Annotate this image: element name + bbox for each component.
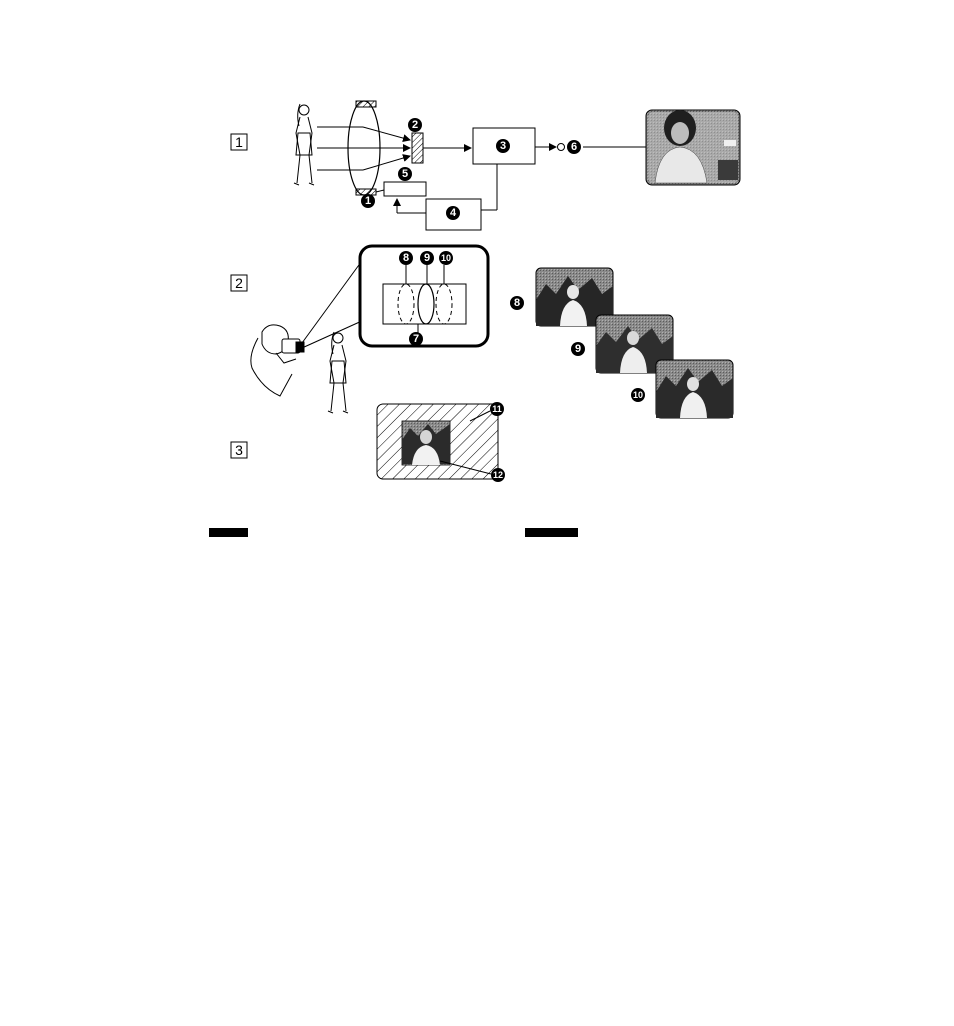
callout-2: 2 xyxy=(408,118,422,132)
callout-8-balloon: 8 xyxy=(399,251,413,265)
svg-text:4: 4 xyxy=(450,207,457,219)
svg-text:2: 2 xyxy=(412,119,418,131)
image-sensor xyxy=(412,133,423,163)
callout-9-balloon: 9 xyxy=(420,251,434,265)
svg-text:5: 5 xyxy=(402,168,408,180)
callout-1: 1 xyxy=(361,194,375,208)
motor-to-lens-link xyxy=(376,190,384,192)
svg-text:12: 12 xyxy=(493,470,503,480)
svg-text:1: 1 xyxy=(365,195,371,207)
heading-bar-right xyxy=(525,528,578,537)
camera-operator-figure xyxy=(251,325,304,396)
light-rays xyxy=(317,127,410,170)
motor-block xyxy=(384,182,426,196)
svg-text:7: 7 xyxy=(413,333,419,345)
svg-text:3: 3 xyxy=(235,442,243,458)
svg-text:9: 9 xyxy=(575,343,581,355)
svg-text:2: 2 xyxy=(235,275,243,291)
framed-photo-hatched xyxy=(377,404,498,479)
callout-12: 12 xyxy=(491,468,505,482)
subject-woman-figure-1 xyxy=(294,104,314,185)
section-label-1: 1 xyxy=(231,134,247,150)
heading-bar-left xyxy=(209,528,248,537)
svg-text:6: 6 xyxy=(571,141,577,153)
callout-8-photo: 8 xyxy=(510,296,524,310)
callout-10-balloon: 10 xyxy=(439,251,453,265)
callout-11: 11 xyxy=(490,402,504,416)
svg-text:1: 1 xyxy=(235,134,243,150)
callout-4: 4 xyxy=(446,206,460,220)
callout-5: 5 xyxy=(398,167,412,181)
svg-text:11: 11 xyxy=(492,404,502,414)
svg-text:10: 10 xyxy=(441,253,451,263)
callout-10-photo: 10 xyxy=(631,388,645,402)
monitor-photo-portrait xyxy=(646,110,740,185)
callout-9-photo: 9 xyxy=(571,342,585,356)
subject-woman-figure-2 xyxy=(328,332,348,413)
callout-3: 3 xyxy=(496,139,510,153)
svg-text:9: 9 xyxy=(424,252,430,264)
photo-focus-right xyxy=(656,360,733,418)
svg-text:10: 10 xyxy=(633,390,643,400)
svg-text:8: 8 xyxy=(514,297,520,309)
svg-text:3: 3 xyxy=(500,140,506,152)
callout-7: 7 xyxy=(409,332,423,346)
svg-text:8: 8 xyxy=(403,252,409,264)
section-label-2: 2 xyxy=(231,275,247,291)
output-terminal xyxy=(558,144,565,151)
section-label-3: 3 xyxy=(231,442,247,458)
callout-6: 6 xyxy=(567,140,581,154)
